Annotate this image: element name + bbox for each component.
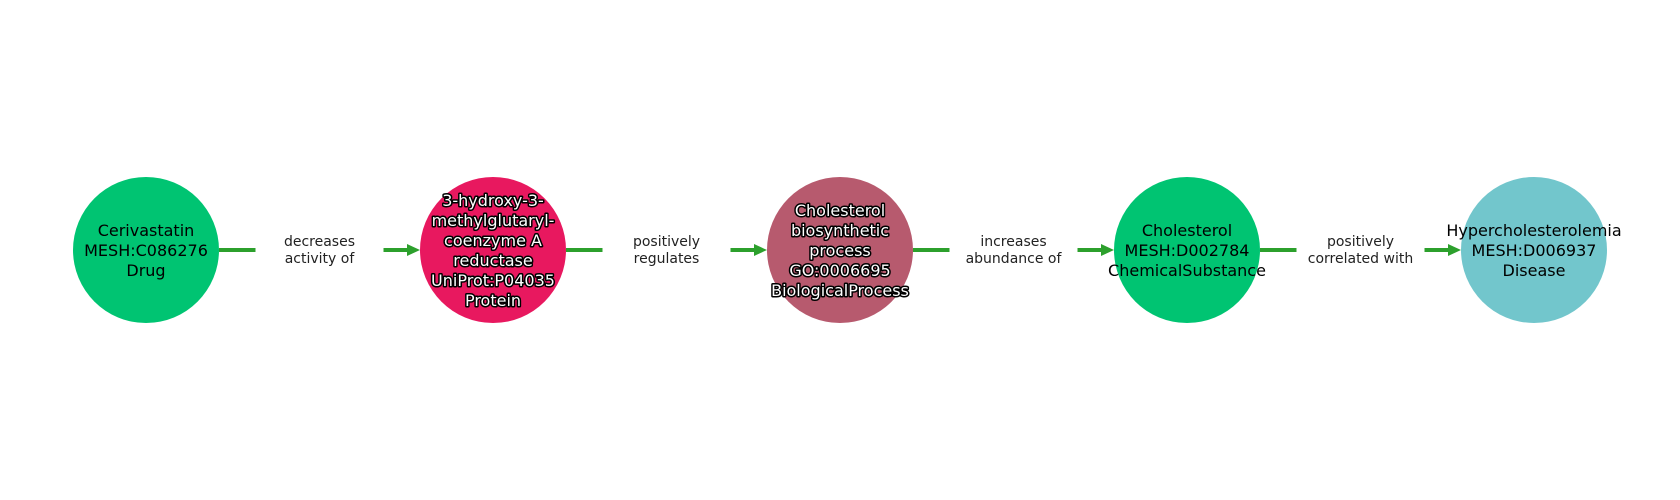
node-label: Disease	[1503, 261, 1566, 280]
node-label: Cholesterol	[1142, 221, 1232, 240]
node-circle[interactable]	[1114, 177, 1260, 323]
node-label: MESH:D006937	[1472, 241, 1597, 260]
node-circle[interactable]	[767, 177, 913, 323]
edge-label: increases	[980, 234, 1046, 250]
arrowhead-icon	[407, 244, 420, 256]
edge-label-background	[255, 230, 384, 268]
node-label: MESH:C086276	[84, 241, 208, 260]
node-label: Protein	[465, 291, 521, 310]
node-label: reductase	[453, 251, 532, 270]
node-label: process	[809, 241, 870, 260]
node-label: Hypercholesterolemia	[1446, 221, 1621, 240]
edge-label: activity of	[285, 251, 356, 267]
node-circle[interactable]	[73, 177, 219, 323]
edge-label: correlated with	[1308, 251, 1413, 267]
node-label: BiologicalProcess	[771, 281, 909, 300]
node-label: GO:0006695	[789, 261, 890, 280]
node-label: methylglutaryl-	[432, 211, 555, 230]
node-circle[interactable]	[1461, 177, 1607, 323]
edge-label-background	[949, 230, 1078, 268]
node-label: coenzyme A	[444, 231, 542, 250]
edge-label: positively	[1327, 234, 1394, 250]
node[interactable]: CholesterolbiosyntheticprocessGO:0006695…	[767, 177, 913, 323]
edge-label: positively	[633, 234, 700, 250]
node[interactable]: 3-hydroxy-3-methylglutaryl-coenzyme Ared…	[420, 177, 566, 323]
node-label: MESH:D002784	[1125, 241, 1250, 260]
edge-label-background	[602, 230, 731, 268]
node-label: Drug	[126, 261, 165, 280]
arrowhead-icon	[1448, 244, 1461, 256]
node-label: Cerivastatin	[98, 221, 195, 240]
edge-label: regulates	[634, 251, 700, 267]
node-label: UniProt:P04035	[431, 271, 555, 290]
arrowhead-icon	[1101, 244, 1114, 256]
node-label: 3-hydroxy-3-	[442, 191, 544, 210]
edge-label-background	[1296, 230, 1425, 268]
node-label: ChemicalSubstance	[1108, 261, 1266, 280]
edge-label: abundance of	[966, 251, 1063, 267]
node-label: Cholesterol	[795, 201, 885, 220]
arrowhead-icon	[754, 244, 767, 256]
node-label: biosynthetic	[791, 221, 889, 240]
edge-label: decreases	[284, 234, 355, 250]
node-circle[interactable]	[420, 177, 566, 323]
